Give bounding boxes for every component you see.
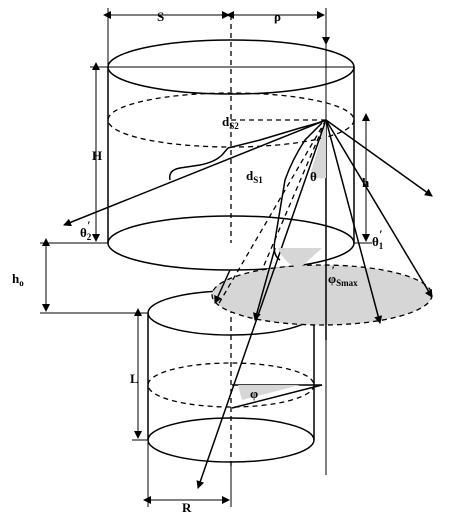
ray-right-upper [325, 119, 433, 197]
label-H: H [92, 148, 102, 163]
label-phi-smax: φSmax′ [328, 263, 358, 288]
theta-wedge [310, 122, 326, 179]
label-theta2-prime: θ2′ [80, 218, 92, 242]
label-rho: ρ [274, 9, 281, 24]
label-S: S [157, 9, 164, 24]
dimension-lines [40, 8, 372, 507]
label-theta: θ [310, 169, 317, 184]
ray-disk-mid [325, 119, 383, 324]
label-dS2: dS2 [222, 114, 239, 131]
label-dS1: dS1 [246, 168, 263, 185]
ray-theta2 [63, 119, 327, 227]
dS1-bracket [273, 122, 323, 261]
phi-smax-wedge [278, 248, 322, 268]
label-h: h [362, 175, 370, 190]
phi-wedge [238, 385, 300, 400]
label-L: L [130, 371, 139, 386]
label-R: R [182, 500, 192, 515]
rays [63, 119, 433, 489]
dS2-bracket [168, 120, 325, 181]
label-phi: φ [250, 386, 258, 401]
source-cylinder [107, 15, 355, 271]
ray-disk-right [325, 119, 433, 298]
ray-through-detector [196, 119, 327, 489]
label-h0: ho [12, 271, 24, 288]
label-theta1-prime: θ1′ [372, 227, 384, 251]
labels: S ρ H h ho L R dS2 dS1 θ θ1′ θ2′ φSmax′ … [12, 9, 384, 515]
ray-dashed-center [261, 119, 327, 271]
